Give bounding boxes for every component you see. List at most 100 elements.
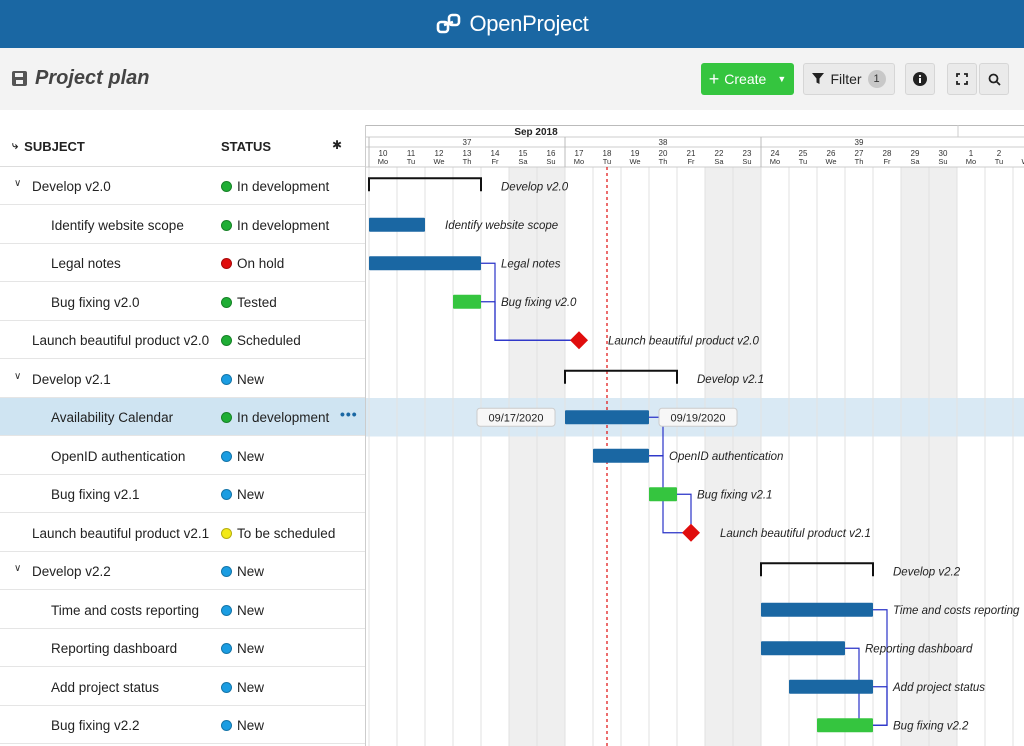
gantt-bar[interactable] bbox=[761, 641, 845, 656]
create-button[interactable]: + Create ▼ bbox=[701, 63, 794, 95]
table-row[interactable]: Availability Calendar In development ••• bbox=[0, 398, 365, 436]
status-label: New bbox=[237, 679, 265, 695]
chevron-down-icon[interactable]: ∨ bbox=[14, 178, 22, 189]
status-badge[interactable]: New bbox=[221, 487, 264, 502]
status-label: New bbox=[237, 448, 265, 464]
status-badge[interactable]: Tested bbox=[221, 295, 277, 310]
status-badge[interactable]: To be scheduled bbox=[221, 526, 335, 541]
status-badge[interactable]: New bbox=[221, 680, 264, 695]
table-row[interactable]: Bug fixing v2.2 New bbox=[0, 706, 365, 744]
table-row[interactable]: Identify website scope In development bbox=[0, 206, 365, 244]
day-number-label: 23 bbox=[743, 149, 752, 158]
table-row[interactable]: Add project status New bbox=[0, 668, 365, 706]
day-number-label: 12 bbox=[435, 149, 444, 158]
table-row[interactable]: Reporting dashboard New bbox=[0, 629, 365, 667]
gantt-bar-label: Bug fixing v2.1 bbox=[697, 489, 772, 501]
status-badge[interactable]: New bbox=[221, 603, 264, 618]
row-subject[interactable]: Availability Calendar bbox=[51, 410, 174, 425]
zoom-button[interactable] bbox=[979, 63, 1009, 95]
group-bracket[interactable] bbox=[564, 369, 678, 384]
gantt-bar[interactable] bbox=[649, 487, 677, 502]
fullscreen-button[interactable] bbox=[947, 63, 977, 95]
filter-button[interactable]: Filter 1 bbox=[803, 63, 895, 95]
weekday-label: Mo bbox=[966, 157, 976, 166]
table-row[interactable]: Legal notes On hold bbox=[0, 244, 365, 282]
group-bracket[interactable] bbox=[368, 177, 482, 192]
row-subject[interactable]: Bug fixing v2.0 bbox=[51, 294, 140, 310]
milestone-diamond[interactable] bbox=[682, 523, 700, 542]
info-icon bbox=[913, 72, 927, 86]
row-subject[interactable]: OpenID authentication bbox=[51, 448, 186, 464]
page-title-text: Project plan bbox=[35, 67, 150, 89]
save-icon[interactable] bbox=[12, 71, 27, 86]
weekday-label: Su bbox=[546, 157, 555, 166]
table-row[interactable]: OpenID authentication New bbox=[0, 437, 365, 475]
status-dot-icon bbox=[221, 412, 232, 423]
row-subject[interactable]: Launch beautiful product v2.1 bbox=[32, 525, 210, 541]
status-badge[interactable]: New bbox=[221, 564, 264, 579]
gantt-bar[interactable] bbox=[453, 294, 481, 309]
table-row[interactable]: Launch beautiful product v2.0 Scheduled bbox=[0, 321, 365, 359]
status-badge[interactable]: In development bbox=[221, 410, 329, 425]
table-row[interactable]: Launch beautiful product v2.1 To be sched… bbox=[0, 514, 365, 552]
status-badge[interactable]: In development bbox=[221, 218, 329, 233]
status-label: Tested bbox=[237, 294, 277, 310]
status-badge[interactable]: New bbox=[221, 641, 264, 656]
group-bracket[interactable] bbox=[760, 562, 874, 577]
gantt-bar-label: Develop v2.1 bbox=[697, 374, 764, 386]
status-badge[interactable]: New bbox=[221, 449, 264, 464]
row-subject[interactable]: Develop v2.1 bbox=[32, 371, 111, 387]
weekday-label: Fr bbox=[687, 157, 695, 166]
row-subject[interactable]: Bug fixing v2.1 bbox=[51, 487, 140, 502]
status-badge[interactable]: New bbox=[221, 718, 264, 733]
row-subject[interactable]: Launch beautiful product v2.0 bbox=[32, 333, 210, 348]
gantt-bar[interactable] bbox=[593, 448, 649, 463]
row-subject[interactable]: Reporting dashboard bbox=[51, 641, 178, 656]
more-actions-icon[interactable]: ••• bbox=[340, 406, 358, 422]
table-row[interactable]: ∨ Develop v2.0 In development bbox=[0, 167, 365, 205]
table-row[interactable]: Bug fixing v2.1 New bbox=[0, 475, 365, 513]
plus-icon: + bbox=[708, 69, 720, 89]
chevron-down-icon[interactable]: ∨ bbox=[14, 563, 22, 574]
gantt-bar-label: Legal notes bbox=[501, 258, 561, 270]
gantt-bar[interactable] bbox=[565, 410, 649, 425]
status-column-header[interactable]: STATUS bbox=[221, 139, 272, 154]
subject-column-header[interactable]: ⤷ SUBJECT bbox=[12, 139, 85, 154]
status-label: New bbox=[237, 718, 265, 733]
day-number-label: 25 bbox=[799, 149, 808, 158]
row-subject[interactable]: Legal notes bbox=[51, 256, 121, 271]
table-row[interactable]: Bug fixing v2.0 Tested bbox=[0, 283, 365, 321]
row-subject[interactable]: Develop v2.0 bbox=[32, 179, 111, 194]
weekday-label: Sa bbox=[910, 157, 920, 166]
status-badge[interactable]: Scheduled bbox=[221, 333, 301, 348]
status-badge[interactable]: On hold bbox=[221, 256, 284, 271]
row-subject[interactable]: Bug fixing v2.2 bbox=[51, 718, 140, 733]
chevron-down-icon[interactable]: ∨ bbox=[14, 370, 22, 382]
gantt-bar[interactable] bbox=[369, 256, 481, 271]
hierarchy-icon[interactable]: ⤷ bbox=[12, 140, 19, 152]
table-row[interactable]: ∨ Develop v2.1 New bbox=[0, 360, 365, 398]
start-date-label: 09/17/2020 bbox=[488, 412, 543, 424]
settings-gear-icon[interactable]: ✱ bbox=[332, 138, 343, 152]
app-logo[interactable]: OpenProject bbox=[436, 11, 589, 37]
milestone-diamond[interactable] bbox=[570, 331, 588, 350]
gantt-bar[interactable] bbox=[369, 217, 425, 232]
gantt-bar-label: Bug fixing v2.0 bbox=[501, 297, 577, 309]
gantt-bar-label: Launch beautiful product v2.0 bbox=[608, 335, 759, 347]
row-subject[interactable]: Add project status bbox=[51, 679, 160, 695]
row-subject[interactable]: Time and costs reporting bbox=[51, 602, 200, 618]
row-subject[interactable]: Develop v2.2 bbox=[32, 564, 111, 579]
table-row[interactable]: Time and costs reporting New bbox=[0, 591, 365, 629]
gantt-bar[interactable] bbox=[761, 602, 873, 617]
day-number-label: 29 bbox=[911, 149, 920, 158]
status-badge[interactable]: New bbox=[221, 372, 264, 387]
weekend-column bbox=[509, 167, 537, 746]
gantt-bar[interactable] bbox=[817, 718, 873, 733]
table-row[interactable]: ∨ Develop v2.2 New bbox=[0, 552, 365, 590]
status-badge[interactable]: In development bbox=[221, 179, 329, 194]
info-button[interactable] bbox=[905, 63, 935, 95]
weekday-label: We bbox=[825, 157, 836, 166]
row-subject[interactable]: Identify website scope bbox=[51, 217, 184, 233]
gantt-bar[interactable] bbox=[789, 679, 873, 694]
gantt-bar-label: Bug fixing v2.2 bbox=[893, 720, 969, 732]
